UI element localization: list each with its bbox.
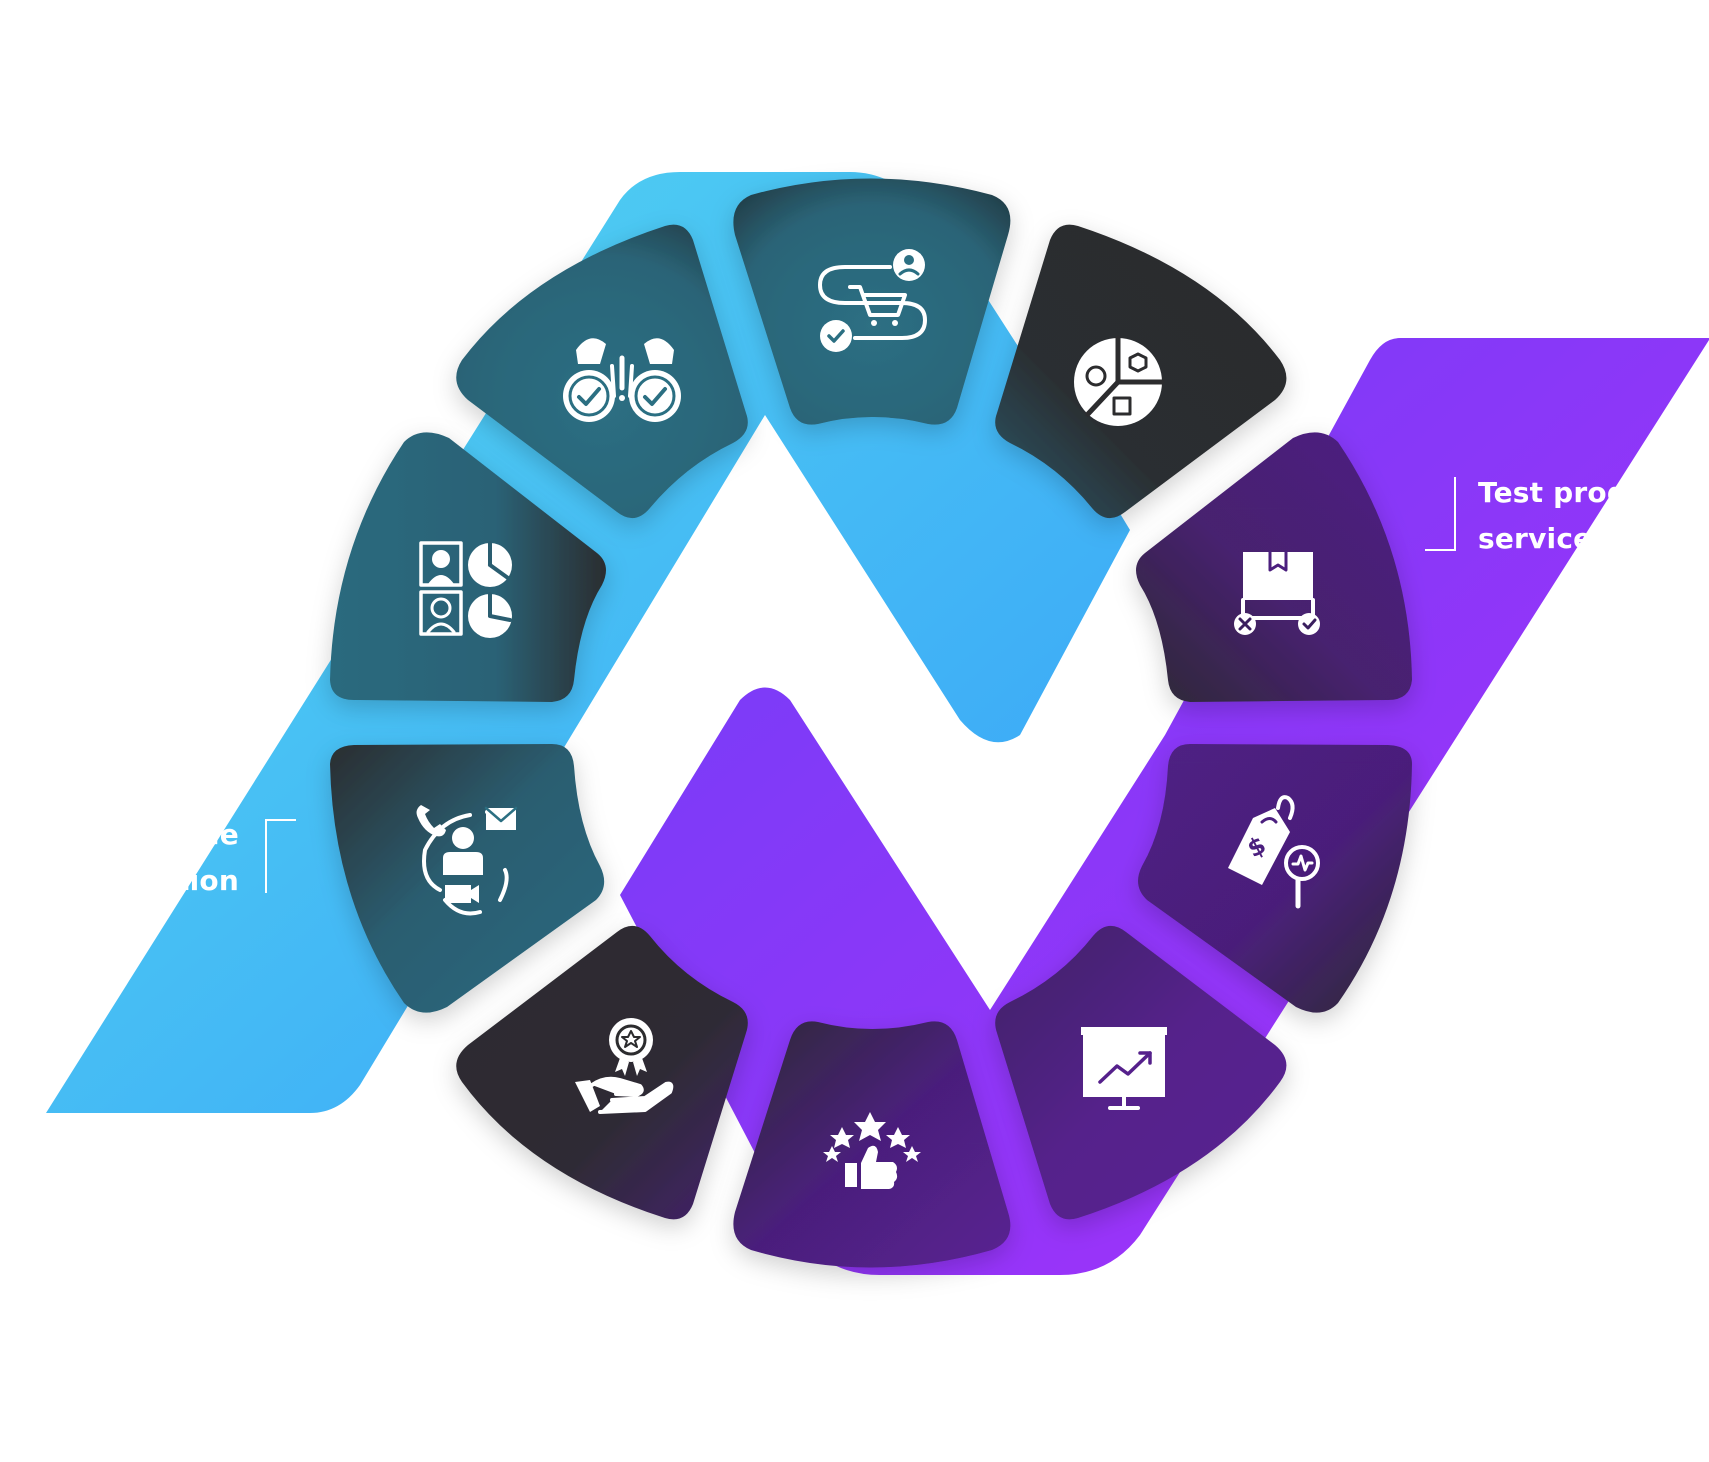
presentation-chart-icon xyxy=(1081,1027,1167,1110)
segment-right-lower xyxy=(1138,744,1412,1013)
right-step-label: Test produ services xyxy=(1478,470,1709,562)
thumbs-up-stars-icon xyxy=(823,1112,921,1189)
customer-contact-icon xyxy=(416,805,518,916)
segment-left-upper xyxy=(330,432,606,702)
delivery-box-icon xyxy=(1234,550,1320,635)
binoculars-check-icon xyxy=(563,338,681,422)
left-label-line-1: ue xyxy=(199,818,239,851)
shopping-journey-icon xyxy=(818,249,927,352)
segment-lower-left xyxy=(456,925,748,1220)
right-label-line-1: Test produ xyxy=(1478,476,1648,509)
segment-bottom xyxy=(733,1021,1011,1268)
segment-left-lower xyxy=(330,744,605,1013)
segment-upper-left xyxy=(456,224,748,519)
left-step-label: ue ation xyxy=(0,812,239,904)
pie-segments-icon xyxy=(1074,335,1165,426)
right-label-bracket xyxy=(1425,477,1456,551)
left-label-bracket xyxy=(265,819,296,893)
user-profiles-chart-icon xyxy=(419,541,512,638)
hand-award-icon xyxy=(575,1018,674,1114)
left-label-line-2: ation xyxy=(156,864,239,897)
price-tag-search-icon: $ xyxy=(1228,795,1320,909)
right-label-line-2: services xyxy=(1478,522,1610,555)
